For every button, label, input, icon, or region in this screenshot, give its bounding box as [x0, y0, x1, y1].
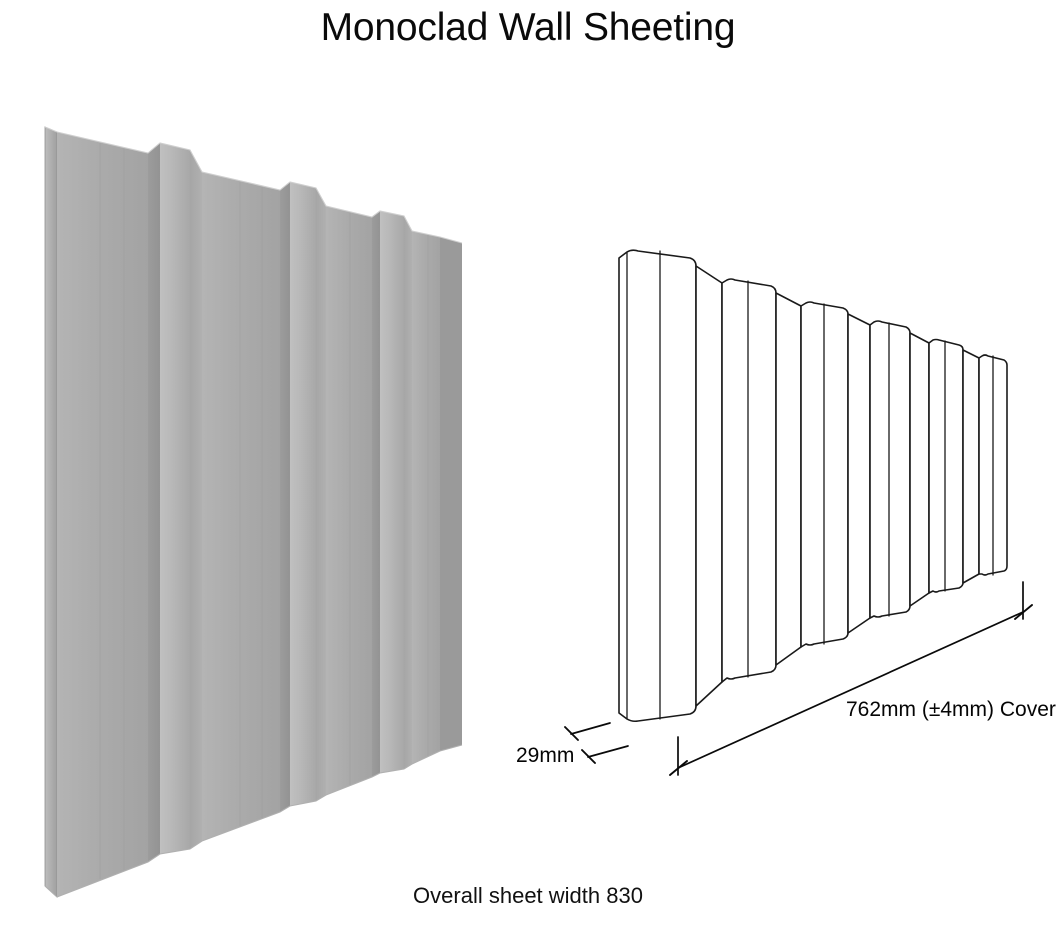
- render-pan-4: [412, 231, 440, 764]
- render-bottom-edge: [44, 744, 463, 898]
- overall-width-label: Overall sheet width 830: [413, 883, 643, 908]
- wire-pan-1: [695, 265, 723, 707]
- wire-pan-2: [775, 292, 802, 666]
- render-rib-1-left: [148, 143, 160, 862]
- render-rib-2-right: [316, 188, 326, 801]
- render-pan-1: [57, 132, 148, 897]
- render-crease-lines: [99, 143, 429, 879]
- render-rib-3-right: [404, 216, 412, 769]
- wire-rib-1: [618, 249, 697, 723]
- render-top-edge: [44, 126, 463, 244]
- wire-pan-5: [962, 349, 980, 584]
- render-right-return: [440, 237, 462, 751]
- render-rib-2-left: [280, 182, 290, 812]
- rib-height-leader-upper: [570, 722, 611, 735]
- wire-rib-5: [928, 338, 964, 594]
- wire-sheet-body: [618, 249, 1008, 723]
- page-title: Monoclad Wall Sheeting: [320, 6, 736, 49]
- render-pan-2: [202, 172, 280, 841]
- cover-tick-right: [1014, 604, 1033, 620]
- render-rib-2-crown: [290, 182, 316, 806]
- render-rib-1-crown: [160, 143, 190, 854]
- cover-width-label: 762mm (±4mm) Cover: [846, 698, 1056, 721]
- wire-pan-3: [847, 313, 871, 634]
- render-sheet-body: [44, 126, 463, 898]
- cover-dimension-line: [677, 611, 1024, 769]
- render-rib-3-left: [372, 211, 380, 777]
- render-rib-3-crown: [380, 211, 404, 773]
- rib-height-dimension: [564, 722, 629, 764]
- rib-height-tick-upper: [564, 726, 579, 741]
- render-rib-1-right: [190, 150, 202, 849]
- rib-height-label: 29mm: [516, 744, 575, 767]
- wire-rib-4: [869, 320, 911, 619]
- cover-tick-left: [669, 760, 688, 776]
- rib-height-leader-lower: [587, 745, 629, 758]
- wire-pan-4: [909, 332, 930, 607]
- rib-height-tick-lower: [581, 749, 596, 764]
- render-pan-3: [326, 206, 372, 795]
- wire-rib-2: [721, 278, 777, 683]
- cover-width-dimension: [669, 581, 1033, 776]
